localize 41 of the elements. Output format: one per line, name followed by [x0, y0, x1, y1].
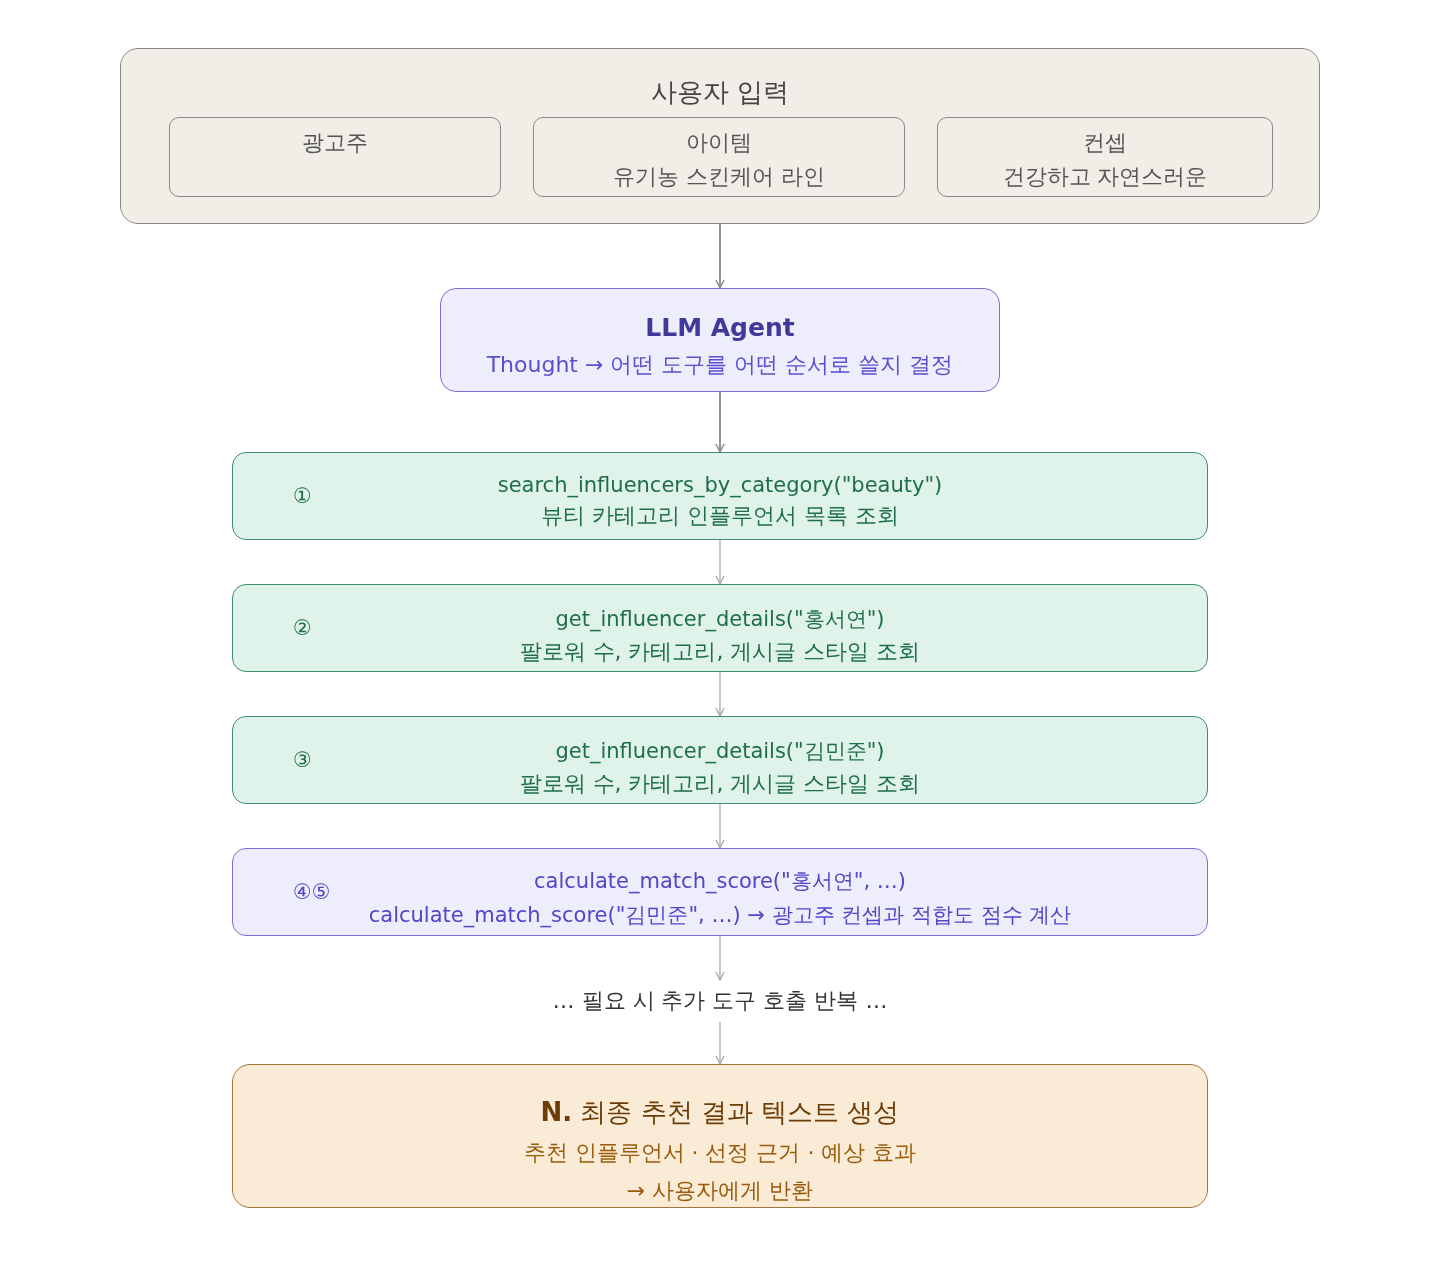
body-text: calculate_match_score("김민준", …) → 광고주 컨셉과 적합도 점수 계산	[368, 902, 1072, 929]
heading-text: 컨셉	[1083, 129, 1127, 157]
body-text: 팔로워 수, 카테고리, 게시글 스타일 조회	[519, 638, 921, 666]
step-number: ③	[293, 748, 312, 772]
body-text: 팔로워 수, 카테고리, 게시글 스타일 조회	[519, 770, 921, 798]
heading-text: LLM Agent	[645, 313, 795, 342]
body-text: 뷰티 카테고리 인플루언서 목록 조회	[541, 502, 899, 530]
body-text: 유기농 스킨케어 라인	[613, 163, 825, 191]
step-box	[232, 452, 1208, 540]
note-text: … 필요 시 추가 도구 호출 반복 …	[552, 987, 888, 1015]
body-text: calculate_match_score("홍서연", …)	[534, 868, 906, 895]
step-number: ②	[293, 616, 312, 640]
body-text: 추천 인플루언서 · 선정 근거 · 예상 효과	[523, 1139, 917, 1167]
arrow	[715, 935, 725, 981]
arrow	[715, 391, 725, 453]
input-group-box	[120, 48, 1320, 224]
heading-text: N. 최종 추천 결과 텍스트 생성	[540, 1096, 900, 1129]
arrow	[715, 223, 725, 289]
step-number: ④⑤	[293, 880, 331, 904]
input-box	[937, 117, 1273, 197]
step-box	[232, 716, 1208, 804]
agent-box	[440, 288, 1000, 392]
heading-text: 광고주	[302, 129, 368, 157]
body-text: 건강하고 자연스러운	[1002, 163, 1208, 191]
body-text: → 사용자에게 반환	[626, 1177, 814, 1205]
arrow	[715, 671, 725, 717]
body-text: search_influencers_by_category("beauty")	[497, 473, 943, 497]
step-box	[232, 848, 1208, 936]
body-text: get_influencer_details("홍서연")	[555, 606, 885, 633]
input-box	[169, 117, 501, 197]
step-box	[232, 584, 1208, 672]
result-box	[232, 1064, 1208, 1208]
arrow	[715, 803, 725, 849]
heading-text: 아이템	[686, 129, 752, 157]
body-text: Thought → 어떤 도구를 어떤 순서로 쓸지 결정	[486, 351, 954, 379]
arrow	[715, 1021, 725, 1065]
heading-text: 사용자 입력	[650, 76, 790, 109]
body-text: get_influencer_details("김민준")	[555, 738, 885, 765]
step-number: ①	[293, 484, 312, 508]
input-box	[533, 117, 905, 197]
arrow	[715, 539, 725, 585]
